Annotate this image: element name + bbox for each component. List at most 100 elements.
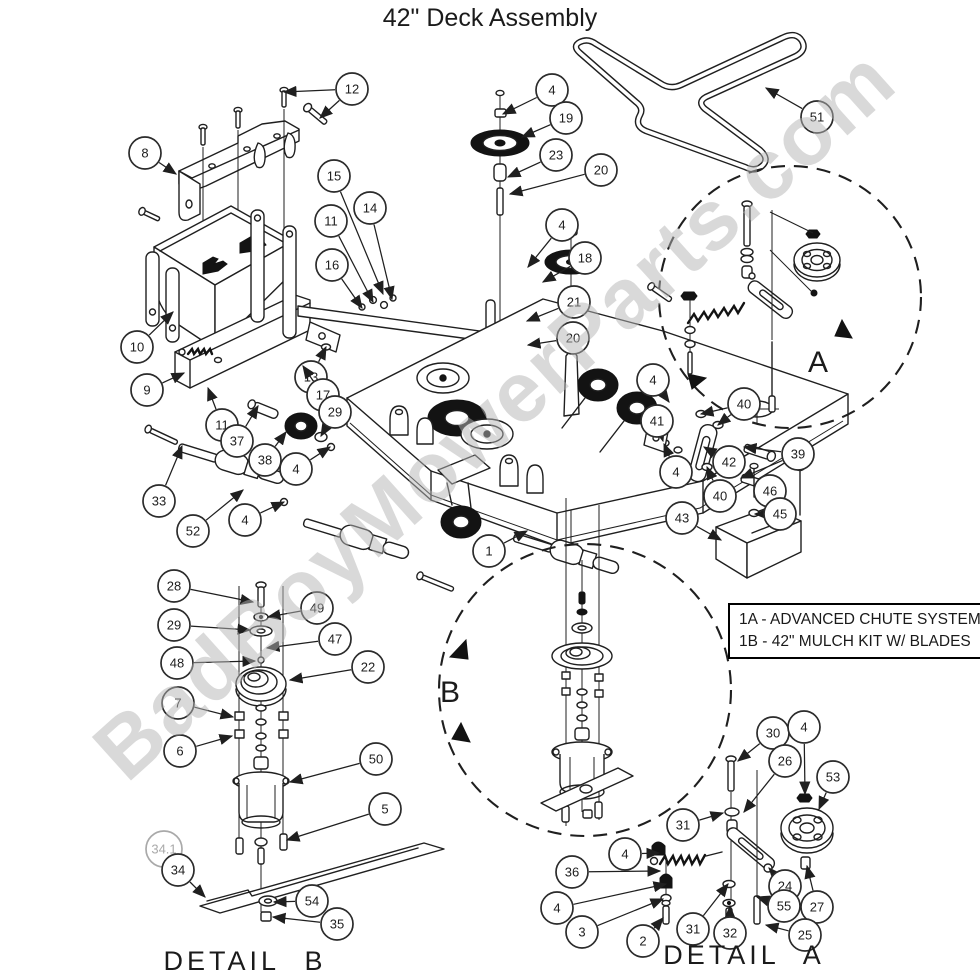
callout-28: 28 [157, 569, 191, 603]
leader-line [341, 278, 363, 310]
callout-50: 50 [359, 742, 393, 776]
leader-line [265, 640, 319, 652]
callout-32: 32 [713, 916, 747, 950]
callout-21: 21 [557, 285, 591, 319]
callout-10: 10 [120, 330, 154, 364]
callout-14: 14 [353, 191, 387, 225]
callout-36: 36 [555, 855, 589, 889]
callout-layer: 1284192320511514111641821201091317291137… [120, 72, 850, 958]
callout-1: 1 [472, 534, 506, 568]
leader-line [525, 307, 559, 322]
callout-4: 4 [659, 455, 693, 489]
svg-text:19: 19 [559, 111, 573, 126]
leader-line [573, 881, 668, 905]
leader-line [205, 489, 244, 521]
leader-line [657, 388, 670, 404]
callout-31: 31 [666, 808, 700, 842]
svg-text:5: 5 [381, 802, 388, 817]
leader-line [650, 917, 664, 932]
callout-49: 49 [300, 591, 334, 625]
callout-22: 22 [351, 650, 385, 684]
leader-line [526, 337, 557, 349]
callout-38: 38 [248, 443, 282, 477]
leader-line [189, 881, 206, 898]
leader-line [737, 743, 761, 762]
svg-text:38: 38 [258, 453, 272, 468]
leader-line [148, 311, 174, 336]
drive-belt-drawing [572, 31, 807, 173]
leader-line [288, 762, 360, 785]
callout-34: 34 [161, 853, 195, 887]
leader-line [742, 443, 782, 455]
callout-8: 8 [128, 136, 162, 170]
leader-line [285, 813, 369, 842]
callout-43: 43 [665, 501, 699, 535]
svg-text:15: 15 [327, 169, 341, 184]
svg-text:20: 20 [566, 331, 580, 346]
callout-40: 40 [727, 387, 761, 421]
callout-11: 11 [314, 204, 348, 238]
svg-text:4: 4 [292, 462, 299, 477]
leader-line [338, 235, 374, 304]
callout-9: 9 [130, 373, 164, 407]
callout-39: 39 [781, 437, 815, 471]
svg-text:40: 40 [737, 397, 751, 412]
svg-text:16: 16 [325, 258, 339, 273]
svg-text:34.1: 34.1 [151, 842, 176, 857]
callout-7: 7 [161, 686, 195, 720]
callout-5: 5 [368, 792, 402, 826]
leader-line [190, 588, 255, 606]
leader-line [319, 99, 340, 119]
svg-text:37: 37 [230, 434, 244, 449]
svg-text:4: 4 [558, 218, 565, 233]
svg-text:36: 36 [565, 865, 579, 880]
leader-line [702, 883, 729, 916]
callout-6: 6 [163, 734, 197, 768]
leader-line [804, 864, 816, 891]
leader-line [764, 87, 803, 110]
callout-52: 52 [176, 514, 210, 548]
svg-text:4: 4 [553, 901, 560, 916]
svg-text:30: 30 [766, 726, 780, 741]
callout-51: 51 [800, 100, 834, 134]
leader-line [165, 444, 183, 486]
leader-line [158, 161, 178, 175]
callout-2: 2 [626, 924, 660, 958]
detail-a-circle-drawing [647, 164, 923, 430]
svg-text:27: 27 [810, 900, 824, 915]
leader-line [768, 867, 782, 882]
leader-line [717, 412, 732, 426]
callout-41: 41 [640, 404, 674, 438]
leader-line [706, 465, 718, 481]
leader-line [282, 85, 336, 98]
note-line-2: 1B - 42" MULCH KIT W/ BLADES [739, 633, 971, 650]
svg-text:23: 23 [549, 148, 563, 163]
svg-text:2: 2 [639, 934, 646, 949]
leader-line [274, 430, 287, 447]
view-b-letter: B [440, 676, 461, 709]
svg-text:41: 41 [650, 414, 664, 429]
callout-26: 26 [768, 744, 802, 778]
callout-4: 4 [279, 452, 313, 486]
svg-text:25: 25 [798, 928, 812, 943]
callout-55: 55 [767, 889, 801, 923]
leader-line [527, 237, 552, 268]
leader-line [506, 161, 541, 178]
leader-line [196, 734, 234, 747]
svg-text:4: 4 [672, 465, 679, 480]
leader-line [508, 173, 585, 197]
leader-line [190, 623, 252, 635]
leader-line [799, 743, 811, 796]
note-box: 1A - ADVANCED CHUTE SYSTEM 1B - 42" MULC… [728, 603, 980, 659]
svg-text:32: 32 [723, 926, 737, 941]
callout-20: 20 [584, 153, 618, 187]
svg-text:35: 35 [330, 917, 344, 932]
svg-text:40: 40 [713, 489, 727, 504]
svg-text:4: 4 [800, 720, 807, 735]
svg-text:31: 31 [686, 922, 700, 937]
svg-text:22: 22 [361, 660, 375, 675]
callout-53: 53 [816, 760, 850, 794]
leader-line [320, 422, 333, 438]
callout-4: 4 [608, 837, 642, 871]
